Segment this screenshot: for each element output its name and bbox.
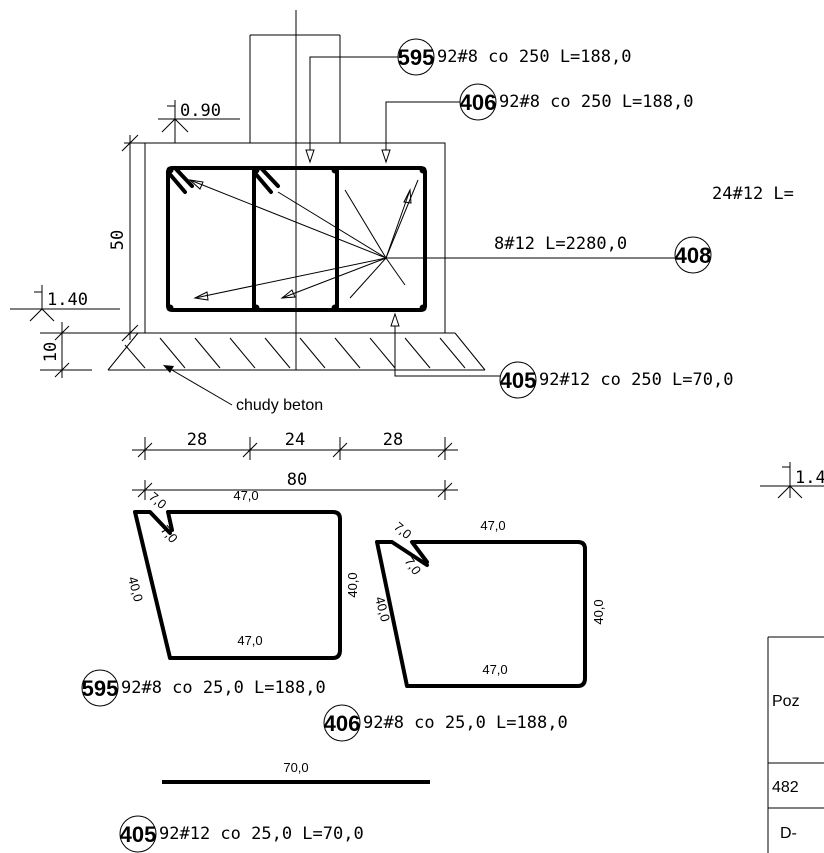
shape-595 bbox=[133, 510, 342, 660]
leader-405 bbox=[390, 312, 500, 377]
shape-595-text: 92#8 co 25,0 L=188,0 bbox=[121, 678, 326, 698]
footing-outline bbox=[144, 142, 446, 334]
shape-406-hook2: 7,0 bbox=[402, 554, 425, 577]
shape-406-text: 92#8 co 25,0 L=188,0 bbox=[363, 713, 568, 733]
section-rebar bbox=[166, 166, 427, 312]
shape-595-hook1: 7,0 bbox=[146, 489, 169, 512]
dim-total: 80 bbox=[287, 470, 307, 490]
dim-height-label: 50 bbox=[108, 230, 128, 250]
mark-circle-595-shape bbox=[81, 669, 119, 707]
shape-595-top: 47,0 bbox=[233, 488, 258, 503]
shape-406-hook1: 7,0 bbox=[391, 519, 414, 542]
leader-406 bbox=[381, 101, 460, 164]
mark-circle-406-shape bbox=[323, 704, 361, 742]
leader-fan-408 bbox=[188, 179, 675, 301]
elevation-top-label: 0.90 bbox=[180, 101, 221, 121]
callout-text-partial: 24#12 L= bbox=[712, 184, 794, 204]
dim-width-1: 28 bbox=[187, 430, 207, 450]
table-header-poz: Poz bbox=[772, 693, 800, 710]
shape-405-mark: 405 bbox=[120, 822, 157, 847]
mark-circle-405-shape bbox=[119, 815, 157, 853]
callout-text-408: 8#12 L=2280,0 bbox=[494, 234, 627, 254]
shape-406-right: 40,0 bbox=[591, 599, 606, 624]
dim-lean bbox=[40, 322, 138, 378]
table-row-1: 482 bbox=[772, 779, 799, 796]
shape-406-top: 47,0 bbox=[480, 518, 505, 533]
elevation-bottom bbox=[10, 285, 120, 322]
lean-leader bbox=[164, 365, 233, 406]
shape-595-mark: 595 bbox=[82, 676, 119, 701]
shape-406-bottom: 47,0 bbox=[482, 662, 507, 677]
mark-405: 405 bbox=[500, 368, 537, 393]
mark-406: 406 bbox=[460, 90, 497, 115]
column bbox=[249, 10, 341, 370]
mark-408: 408 bbox=[675, 243, 712, 268]
mark-circle-408 bbox=[674, 236, 712, 274]
callout-text-405: 92#12 co 250 L=70,0 bbox=[539, 370, 733, 390]
table-row-2: D- bbox=[780, 825, 797, 842]
schedule-table bbox=[767, 636, 824, 853]
callout-text-406: 92#8 co 250 L=188,0 bbox=[499, 92, 693, 112]
dim-lean-label: 10 bbox=[41, 342, 61, 362]
shape-406-mark: 406 bbox=[324, 711, 361, 736]
shape-595-left: 40,0 bbox=[125, 575, 146, 603]
callout-text-595: 92#8 co 250 L=188,0 bbox=[437, 47, 631, 67]
elevation-right-label: 1.4 bbox=[795, 468, 824, 488]
mark-circle-405 bbox=[499, 361, 537, 399]
shape-405-text: 92#12 co 25,0 L=70,0 bbox=[159, 824, 364, 844]
elevation-bottom-label: 1.40 bbox=[47, 290, 88, 310]
elevation-top bbox=[158, 100, 240, 143]
dim-width-2: 24 bbox=[285, 430, 305, 450]
mark-circle-406 bbox=[459, 83, 497, 121]
elevation-right bbox=[760, 462, 824, 499]
shape-405-length: 70,0 bbox=[283, 760, 308, 775]
leader-595 bbox=[305, 56, 398, 164]
shape-406 bbox=[375, 540, 587, 688]
shape-595-right: 40,0 bbox=[345, 572, 360, 597]
mark-595: 595 bbox=[398, 45, 435, 70]
mark-circle-595 bbox=[397, 38, 435, 76]
shape-406-left: 40,0 bbox=[372, 595, 393, 623]
lean-concrete-label: chudy beton bbox=[236, 397, 323, 414]
dim-widths bbox=[132, 437, 458, 500]
shape-595-bottom: 47,0 bbox=[237, 633, 262, 648]
dim-width-3: 28 bbox=[383, 430, 403, 450]
